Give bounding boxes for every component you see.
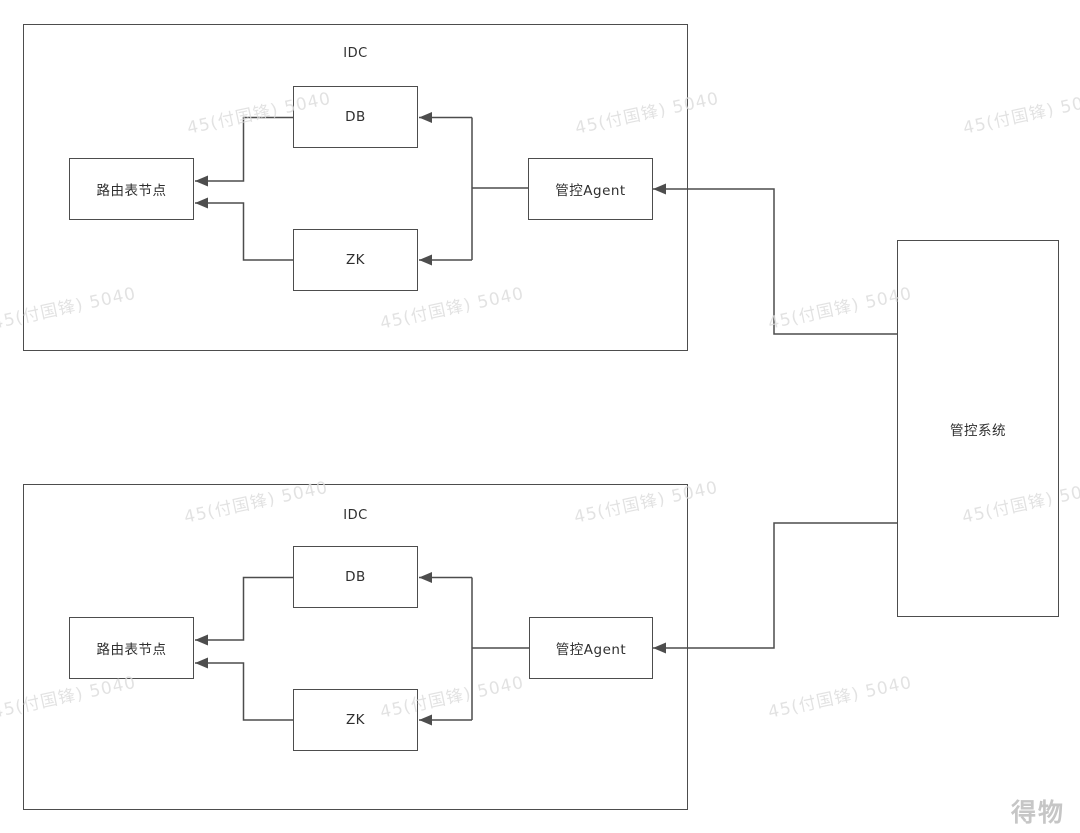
- idc-bottom-title: IDC: [343, 508, 368, 523]
- connector-zk-to-router-top: [195, 197, 293, 261]
- connector-system-to-agent-bottom: [653, 522, 897, 654]
- control-system-box: 管控系统: [897, 240, 1059, 617]
- node-agent-bottom: 管控Agent: [529, 617, 653, 679]
- connector-db-to-router-top: [195, 116, 293, 187]
- connector-db-to-router-bottom: [195, 576, 293, 646]
- node-router-top: 路由表节点: [69, 158, 194, 220]
- connector-zk-to-router-bottom: [195, 657, 293, 721]
- idc-group-bottom: [23, 484, 688, 810]
- node-db-bottom: DB: [293, 546, 418, 608]
- node-zk-top: ZK: [293, 229, 418, 291]
- node-agent-top: 管控Agent: [528, 158, 653, 220]
- connector-system-to-agent-top: [653, 183, 897, 335]
- idc-group-top: [23, 24, 688, 351]
- idc-top-title: IDC: [343, 46, 368, 61]
- node-router-bottom: 路由表节点: [69, 617, 194, 679]
- node-db-top: DB: [293, 86, 418, 148]
- node-zk-bottom: ZK: [293, 689, 418, 751]
